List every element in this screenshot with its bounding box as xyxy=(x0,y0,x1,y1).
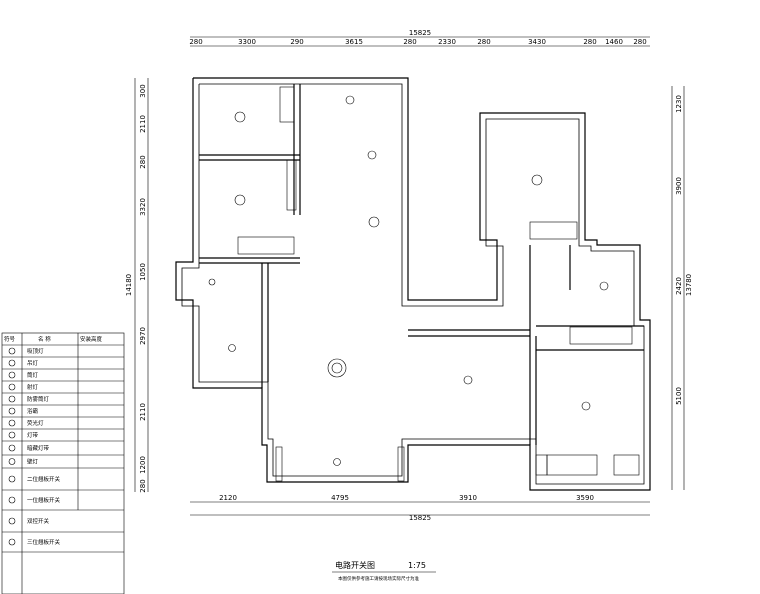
bath-heater-icon xyxy=(613,454,640,476)
legend-text: 符号 名 称 安装高度 吸顶灯吊灯筒灯射灯防雾筒灯浴霸荧光灯灯带暗藏灯带壁灯二位… xyxy=(4,335,103,546)
right-dimension-label: 2420 xyxy=(675,277,683,295)
top-dimension-label: 280 xyxy=(477,38,490,46)
top-dimension-label: 3300 xyxy=(238,38,256,46)
bath-heater-icon xyxy=(279,86,295,123)
bath-heater-icon xyxy=(569,326,633,345)
spotlight-icon xyxy=(8,383,16,391)
top-dimension-label: 2330 xyxy=(438,38,456,46)
legend-item-name: 双控开关 xyxy=(27,517,50,525)
dimension-lines xyxy=(134,36,685,516)
legend-header-name: 名 称 xyxy=(38,335,51,343)
bath-heater-icon xyxy=(275,446,283,482)
top-dimension-label: 3430 xyxy=(528,38,546,46)
bath-heater-icon xyxy=(529,221,578,240)
left-dimension-label: 280 xyxy=(139,155,147,168)
double-switch-icon xyxy=(8,475,16,483)
moisture-proof-light-icon xyxy=(8,395,16,403)
pendant-light-icon xyxy=(331,362,343,374)
bath-heater-icon xyxy=(237,236,295,255)
right-dimension-label: 1230 xyxy=(675,95,683,113)
bath-heater-icon xyxy=(286,159,297,211)
legend-item-name: 吊灯 xyxy=(27,359,39,367)
ceiling-light-icon xyxy=(463,375,473,385)
top-total-dimension: 15825 xyxy=(409,29,431,37)
right-total-dimension: 13780 xyxy=(685,274,693,296)
dimension-labels: 15825 15825 14180 13780 xyxy=(125,29,693,522)
legend-header-symbol: 符号 xyxy=(4,335,16,343)
legend-item-name: 吸顶灯 xyxy=(27,347,44,355)
light-fixtures xyxy=(208,86,640,482)
left-dimension-label: 1050 xyxy=(139,263,147,281)
left-dimension-label: 2110 xyxy=(139,115,147,133)
bottom-dimension-label: 4795 xyxy=(331,494,349,502)
top-dimension-label: 280 xyxy=(189,38,202,46)
ceiling-light-icon xyxy=(345,95,355,105)
bath-heater-icon xyxy=(397,446,405,482)
legend-item-name: 灯带 xyxy=(27,431,39,439)
left-dimension-label: 280 xyxy=(139,479,147,492)
right-dimension-label: 5100 xyxy=(675,387,683,405)
bath-heater-icon xyxy=(546,454,598,476)
bottom-dimension-label: 3590 xyxy=(576,494,594,502)
floor-plan-walls xyxy=(175,77,651,491)
left-dimension-label: 300 xyxy=(139,84,147,97)
legend-item-name: 浴霸 xyxy=(27,407,39,415)
left-total-dimension: 14180 xyxy=(125,274,133,296)
triple-switch-icon xyxy=(8,538,16,546)
spotlight-icon xyxy=(367,150,377,160)
top-dimension-label: 1460 xyxy=(605,38,623,46)
top-dimension-label: 280 xyxy=(633,38,646,46)
ceiling-light-icon xyxy=(234,111,246,123)
bath-heater-icon xyxy=(8,407,16,415)
bottom-dimension-label: 3910 xyxy=(459,494,477,502)
legend-item-name: 二位翘板开关 xyxy=(27,475,61,483)
top-dimension-label: 3615 xyxy=(345,38,363,46)
legend-item-name: 一位翘板开关 xyxy=(27,496,61,504)
legend-header-height: 安装高度 xyxy=(80,335,103,343)
spotlight-icon xyxy=(368,216,380,228)
left-dimension-label: 3320 xyxy=(139,198,147,216)
lamp-strip-icon xyxy=(8,431,16,439)
ceiling-light-icon xyxy=(208,278,216,286)
ceiling-light-icon xyxy=(581,401,591,411)
legend-item-name: 暗藏灯带 xyxy=(27,444,50,452)
ceiling-light-icon xyxy=(333,458,341,466)
drawing-title: 电路开关图 xyxy=(335,560,375,570)
left-dimension-label: 2970 xyxy=(139,327,147,345)
title-block: 电路开关图 1:75 本图仅供参考施工请按现场实际尺寸为准 xyxy=(332,560,436,582)
legend-item-name: 防雾筒灯 xyxy=(27,395,50,403)
right-dimension-label: 3900 xyxy=(675,177,683,195)
left-dimension-label: 2110 xyxy=(139,403,147,421)
ceiling-light-icon xyxy=(228,344,236,352)
pendant-light-icon xyxy=(327,358,347,378)
chandelier-icon xyxy=(8,347,16,355)
legend-table xyxy=(1,332,125,594)
legend-item-name: 三位翘板开关 xyxy=(27,538,61,546)
top-dimension-label: 290 xyxy=(290,38,303,46)
bottom-total-dimension: 15825 xyxy=(409,514,431,522)
wall-lamp-icon xyxy=(8,458,16,465)
bath-heater-icon xyxy=(535,454,548,476)
downlight-icon xyxy=(8,371,16,379)
drawing-scale: 1:75 xyxy=(408,561,426,570)
top-dimension-label: 280 xyxy=(583,38,596,46)
drawing-note: 本图仅供参考施工请按现场实际尺寸为准 xyxy=(338,575,419,582)
ceiling-light-icon xyxy=(599,281,609,291)
legend-item-name: 壁灯 xyxy=(27,458,39,466)
fluorescent-tube-icon xyxy=(8,419,16,427)
legend-item-name: 荧光灯 xyxy=(27,419,44,427)
top-dimension-label: 280 xyxy=(403,38,416,46)
single-switch-icon xyxy=(8,496,16,504)
hidden-lamp-strip-icon xyxy=(8,444,16,452)
bottom-dimension-label: 2120 xyxy=(219,494,237,502)
pendant-light-icon xyxy=(8,359,16,367)
ceiling-light-icon xyxy=(531,174,543,186)
ceiling-light-icon xyxy=(234,194,246,206)
legend-item-name: 射灯 xyxy=(27,383,39,391)
dual-control-switch-icon xyxy=(8,517,16,525)
left-dimension-label: 1200 xyxy=(139,456,147,474)
legend-item-name: 筒灯 xyxy=(27,371,39,379)
